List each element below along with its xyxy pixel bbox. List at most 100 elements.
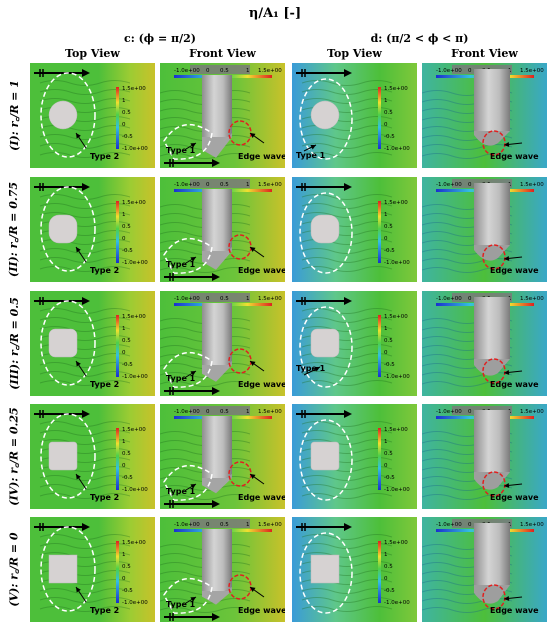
annotation: Edge wave	[238, 586, 285, 615]
highlight-ellipse	[299, 306, 353, 388]
row-label-5: (V): r꜀/R = 0	[7, 532, 21, 607]
colorbar-tick-label: 1	[122, 98, 126, 104]
annotation-label: Edge wave	[490, 266, 539, 275]
colorbar-tick-label: 1.5e+00	[520, 296, 544, 302]
structure-front	[474, 297, 510, 376]
edge-wave-marker	[228, 234, 252, 260]
annotation: Edge wave	[490, 141, 539, 161]
colorbar-tick-label: 1	[384, 552, 388, 558]
edge-wave-marker	[482, 471, 506, 497]
flow-direction-arrow	[34, 69, 90, 77]
colorbar-tick-label: 0	[206, 409, 210, 415]
colorbar-tick-label: 0.5	[220, 522, 229, 528]
colorbar-tick-label: -1.0e+00	[384, 374, 410, 380]
colorbar-tick-label: 1.5e+00	[520, 68, 544, 74]
highlight-ellipse	[40, 526, 96, 612]
edge-wave-marker	[228, 574, 252, 600]
colorbar-tick-label: -0.5	[384, 475, 395, 481]
colorbar-tick-label: -1.0e+00	[436, 296, 462, 302]
colorbar-tick-label: 1.5e+00	[520, 409, 544, 415]
colorbar-tick-label: -1.0e+00	[122, 374, 148, 380]
flow-direction-arrow	[164, 500, 220, 508]
annotation: Type 2	[75, 246, 119, 275]
structure-front	[474, 69, 510, 146]
structure-obstacle	[310, 100, 340, 130]
colorbar-tick-label: 1	[246, 522, 250, 528]
colorbar-tick-label: 0.5	[122, 451, 131, 457]
colorbar-tick-label: 1.5e+00	[258, 522, 282, 528]
annotation: Type 1	[296, 364, 326, 376]
colorbar-tick-label: -1.0e+00	[174, 296, 200, 302]
annotation-label: Type 1	[166, 487, 196, 496]
structure-obstacle	[310, 328, 340, 358]
flow-direction-arrow	[34, 523, 90, 531]
colorbar-tick-label: 0	[122, 576, 126, 582]
flow-direction-arrow	[34, 297, 90, 305]
annotation-label: Type 1	[296, 364, 326, 373]
colorbar-tick-label: 1.5e+00	[122, 540, 146, 546]
annotation: Type 1	[166, 370, 197, 383]
flow-direction-arrow	[164, 613, 220, 621]
annotation: Type 2	[75, 586, 119, 615]
view-label-c-top: Top View	[65, 47, 120, 60]
annotation-label: Edge wave	[490, 152, 539, 161]
colorbar-tick-label: 0	[122, 350, 126, 356]
annotation-label: Edge wave	[490, 493, 539, 502]
highlight-ellipse	[299, 419, 353, 501]
flow-direction-arrow	[34, 410, 90, 418]
highlight-ellipse	[299, 192, 353, 274]
colorbar-tick-label: -1.0e+00	[122, 600, 148, 606]
annotation-label: Type 2	[90, 606, 119, 615]
annotation-label: Type 2	[90, 152, 119, 161]
colorbar-tick-label: 1	[246, 68, 250, 74]
highlight-ellipse	[163, 238, 213, 274]
colorbar-tick-label: -1.0e+00	[436, 409, 462, 415]
colorbar-tick-label: -1.0e+00	[384, 260, 410, 266]
colorbar-tick-label: -1.0e+00	[384, 146, 410, 152]
column-title-c: c: (ϕ = π/2)	[124, 32, 196, 45]
colorbar-tick-label: 0	[468, 68, 472, 74]
colorbar-tick-label: 0.5	[220, 68, 229, 74]
edge-wave-marker	[228, 120, 252, 146]
structure-obstacle	[310, 441, 340, 471]
colorbar-tick-label: 0	[468, 296, 472, 302]
colorbar-tick-label: 0	[468, 409, 472, 415]
colorbar-tick-label: 1	[246, 182, 250, 188]
row-label-4: (IV): r꜀/R = 0.25	[7, 407, 21, 506]
colorbar-tick-label: 1.5e+00	[122, 314, 146, 320]
colorbar-tick-label: 0	[122, 463, 126, 469]
colorbar-tick-label: -1.0e+00	[174, 182, 200, 188]
highlight-ellipse	[163, 352, 213, 388]
colorbar-tick-label: 1.5e+00	[122, 427, 146, 433]
structure-front	[202, 75, 232, 158]
colorbar-tick-label: -1.0e+00	[174, 409, 200, 415]
view-label-d-front: Front View	[451, 47, 518, 60]
colorbar-tick-label: 0	[384, 463, 388, 469]
colorbar-tick-label: 1	[246, 409, 250, 415]
annotation: Type 2	[75, 473, 119, 502]
colorbar-tick-label: 0.5	[220, 296, 229, 302]
annotation-label: Type 2	[90, 266, 119, 275]
colorbar-tick-label: 0.5	[220, 182, 229, 188]
highlight-ellipse	[299, 532, 353, 614]
colorbar-tick-label: 0.5	[384, 110, 393, 116]
highlight-ellipse	[40, 72, 96, 158]
colorbar-tick-label: 1.5e+00	[520, 182, 544, 188]
colorbar-tick-label: 1.5e+00	[384, 86, 408, 92]
